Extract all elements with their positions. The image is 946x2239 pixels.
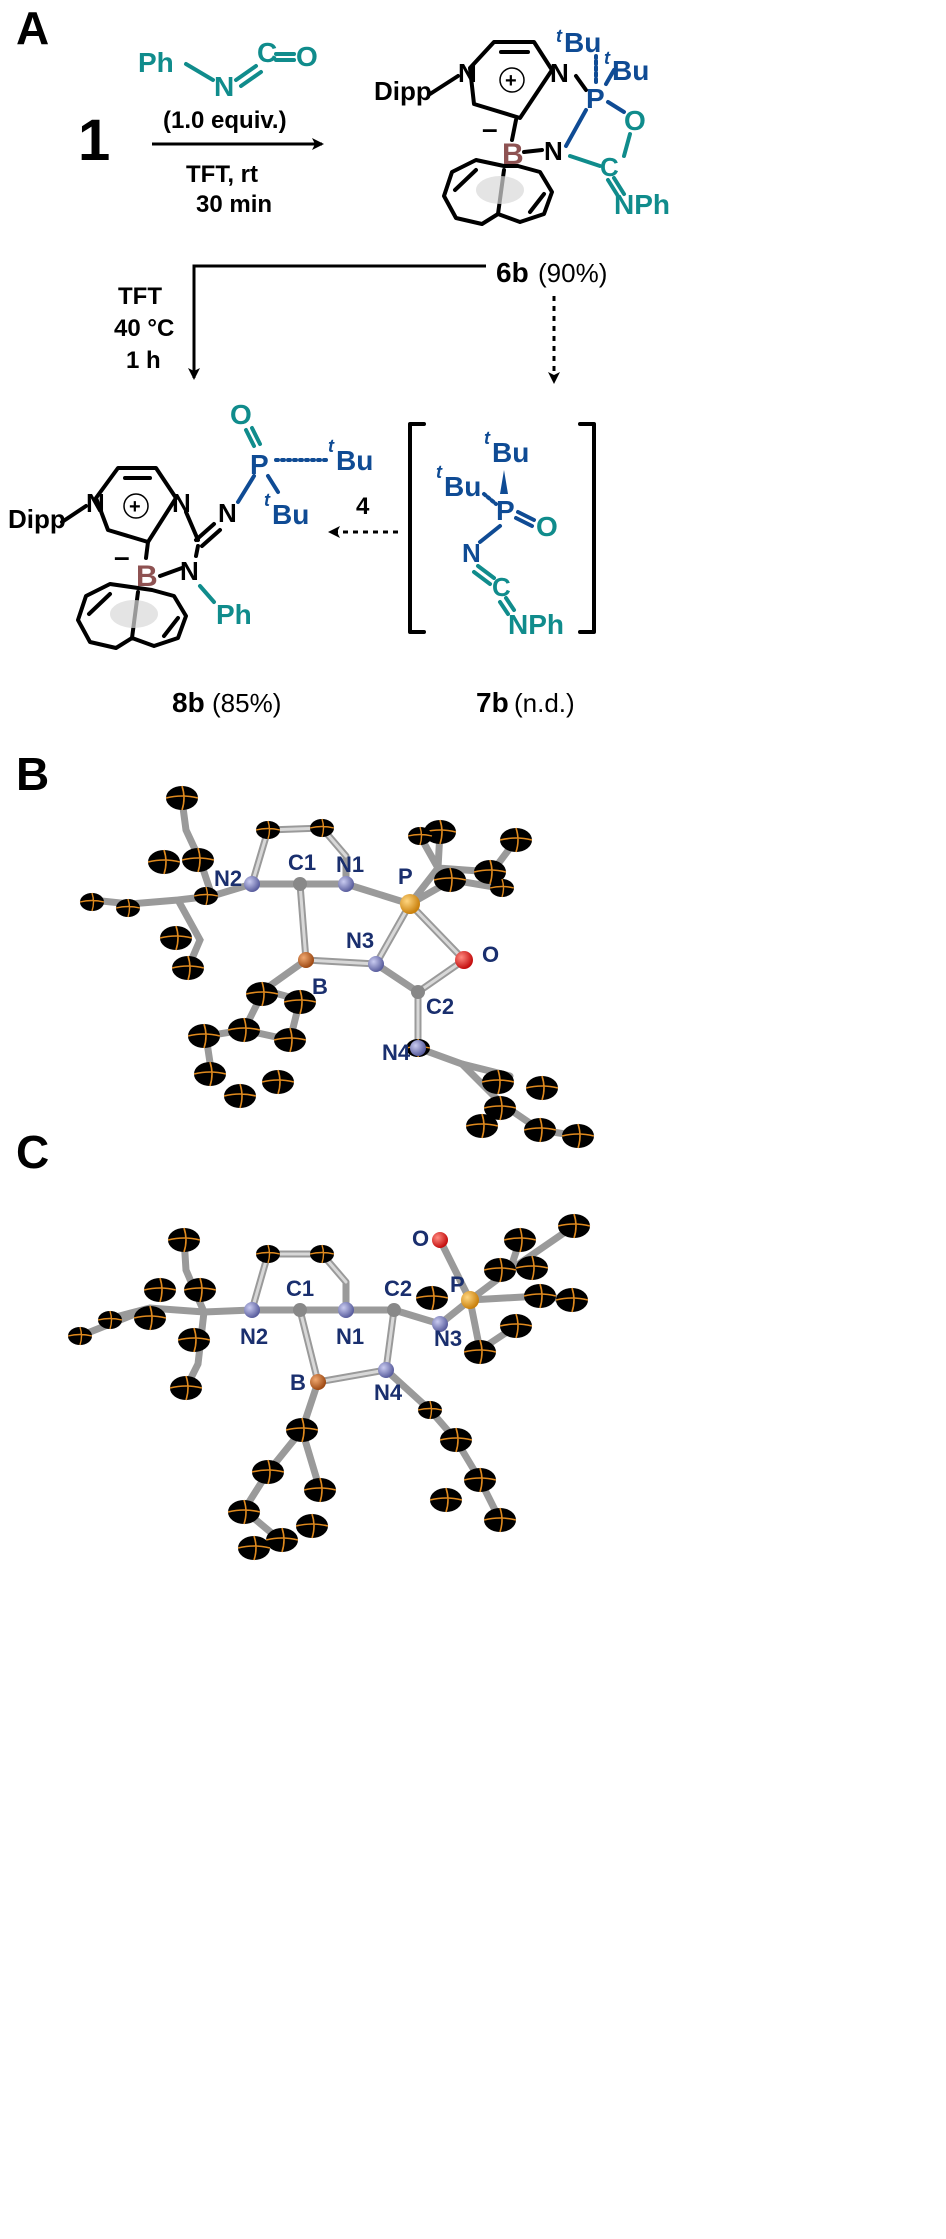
svg-text:P: P [586, 83, 605, 114]
atom-label-b-p: P [398, 864, 413, 889]
svg-text:t: t [436, 462, 443, 482]
svg-text:O: O [624, 105, 646, 136]
reagent-phenyl-isocyanate: Ph N C O [138, 37, 318, 102]
svg-text:t: t [484, 428, 491, 448]
svg-text:N: N [180, 556, 199, 586]
svg-text:+: + [505, 70, 517, 92]
panel-label-c: C [16, 1126, 49, 1178]
atom-label-b-n3: N3 [346, 928, 374, 953]
svg-text:C: C [257, 37, 277, 68]
atom-label-b-b: B [312, 974, 328, 999]
atom-label-b-c2: C2 [426, 994, 454, 1019]
svg-text:Bu: Bu [272, 499, 309, 530]
yield-8b: (85%) [212, 688, 281, 718]
panel-label-b: B [16, 748, 49, 800]
svg-text:+: + [129, 496, 141, 518]
crystal-structure-b: N2 C1 N1 P N3 O B C2 N4 [79, 785, 595, 1149]
atom-label-c-n2: N2 [240, 1324, 268, 1349]
atom-label-b-n2: N2 [214, 866, 242, 891]
svg-text:t: t [264, 490, 271, 510]
conditions-1-line1: TFT, rt [186, 161, 258, 188]
atom-label-c-p: P [450, 1272, 465, 1297]
svg-text:Dipp: Dipp [8, 504, 66, 534]
atom-label-c-o: O [412, 1226, 429, 1251]
yield-6b: (90%) [538, 258, 607, 288]
structure-6b: + N N Dipp – B N P O C NPh t Bu t Bu [374, 26, 670, 226]
conditions-2-line3: 1 h [126, 347, 161, 374]
svg-text:Bu: Bu [492, 437, 529, 468]
svg-text:B: B [136, 560, 158, 593]
svg-text:t: t [556, 26, 563, 46]
svg-text:C: C [492, 572, 511, 602]
svg-text:P: P [250, 449, 269, 480]
svg-text:N: N [86, 488, 105, 518]
atom-label-c-c1: C1 [286, 1276, 314, 1301]
reactant-4: 4 [356, 493, 370, 520]
label-8b: 8b [172, 687, 205, 718]
atom-label-b-n4: N4 [382, 1040, 411, 1065]
svg-text:O: O [230, 399, 252, 430]
svg-text:NPh: NPh [508, 609, 564, 640]
atom-label-b-c1: C1 [288, 850, 316, 875]
svg-text:N: N [462, 538, 481, 568]
reagent-equivalents: (1.0 equiv.) [163, 107, 287, 134]
svg-text:NPh: NPh [614, 189, 670, 220]
atom-label-c-b: B [290, 1370, 306, 1395]
svg-text:N: N [214, 71, 234, 102]
conditions-2-line2: 40 °C [114, 315, 174, 342]
structure-7b: t Bu t Bu P O N C NPh [408, 422, 596, 640]
svg-text:C: C [600, 152, 619, 182]
svg-text:N: N [458, 58, 477, 88]
crystal-structure-c: O P N2 C1 N1 C2 N3 B N4 [67, 1213, 591, 1561]
svg-text:–: – [482, 113, 498, 144]
atom-label-c-n4: N4 [374, 1380, 403, 1405]
svg-text:O: O [296, 41, 318, 72]
atom-label-b-o: O [482, 942, 499, 967]
conditions-1-line2: 30 min [196, 191, 272, 218]
svg-text:–: – [114, 541, 130, 572]
svg-text:Bu: Bu [564, 27, 601, 58]
svg-text:Ph: Ph [138, 47, 174, 78]
svg-text:Dipp: Dipp [374, 76, 432, 106]
svg-text:Bu: Bu [612, 55, 649, 86]
label-6b: 6b [496, 257, 529, 288]
conditions-2-line1: TFT [118, 283, 162, 310]
start-compound-1: 1 [78, 108, 110, 173]
svg-text:t: t [604, 48, 611, 68]
svg-text:B: B [502, 138, 524, 171]
atom-label-c-n3: N3 [434, 1326, 462, 1351]
panel-label-a: A [16, 2, 49, 54]
atom-label-c-c2: C2 [384, 1276, 412, 1301]
svg-text:N: N [544, 136, 563, 166]
atom-label-b-n1: N1 [336, 852, 364, 877]
label-7b: 7b [476, 687, 509, 718]
atom-label-c-n1: N1 [336, 1324, 364, 1349]
structure-8b: + N N Dipp N P O t Bu t Bu – B N Ph [8, 399, 373, 650]
svg-text:O: O [536, 511, 558, 542]
svg-text:t: t [328, 436, 335, 456]
svg-text:Bu: Bu [336, 445, 373, 476]
svg-text:N: N [550, 58, 569, 88]
reaction-arrow-heat [188, 264, 486, 380]
svg-text:P: P [496, 495, 515, 526]
yield-7b: (n.d.) [514, 688, 575, 718]
svg-text:N: N [218, 498, 237, 528]
svg-text:Ph: Ph [216, 599, 252, 630]
svg-text:Bu: Bu [444, 471, 481, 502]
